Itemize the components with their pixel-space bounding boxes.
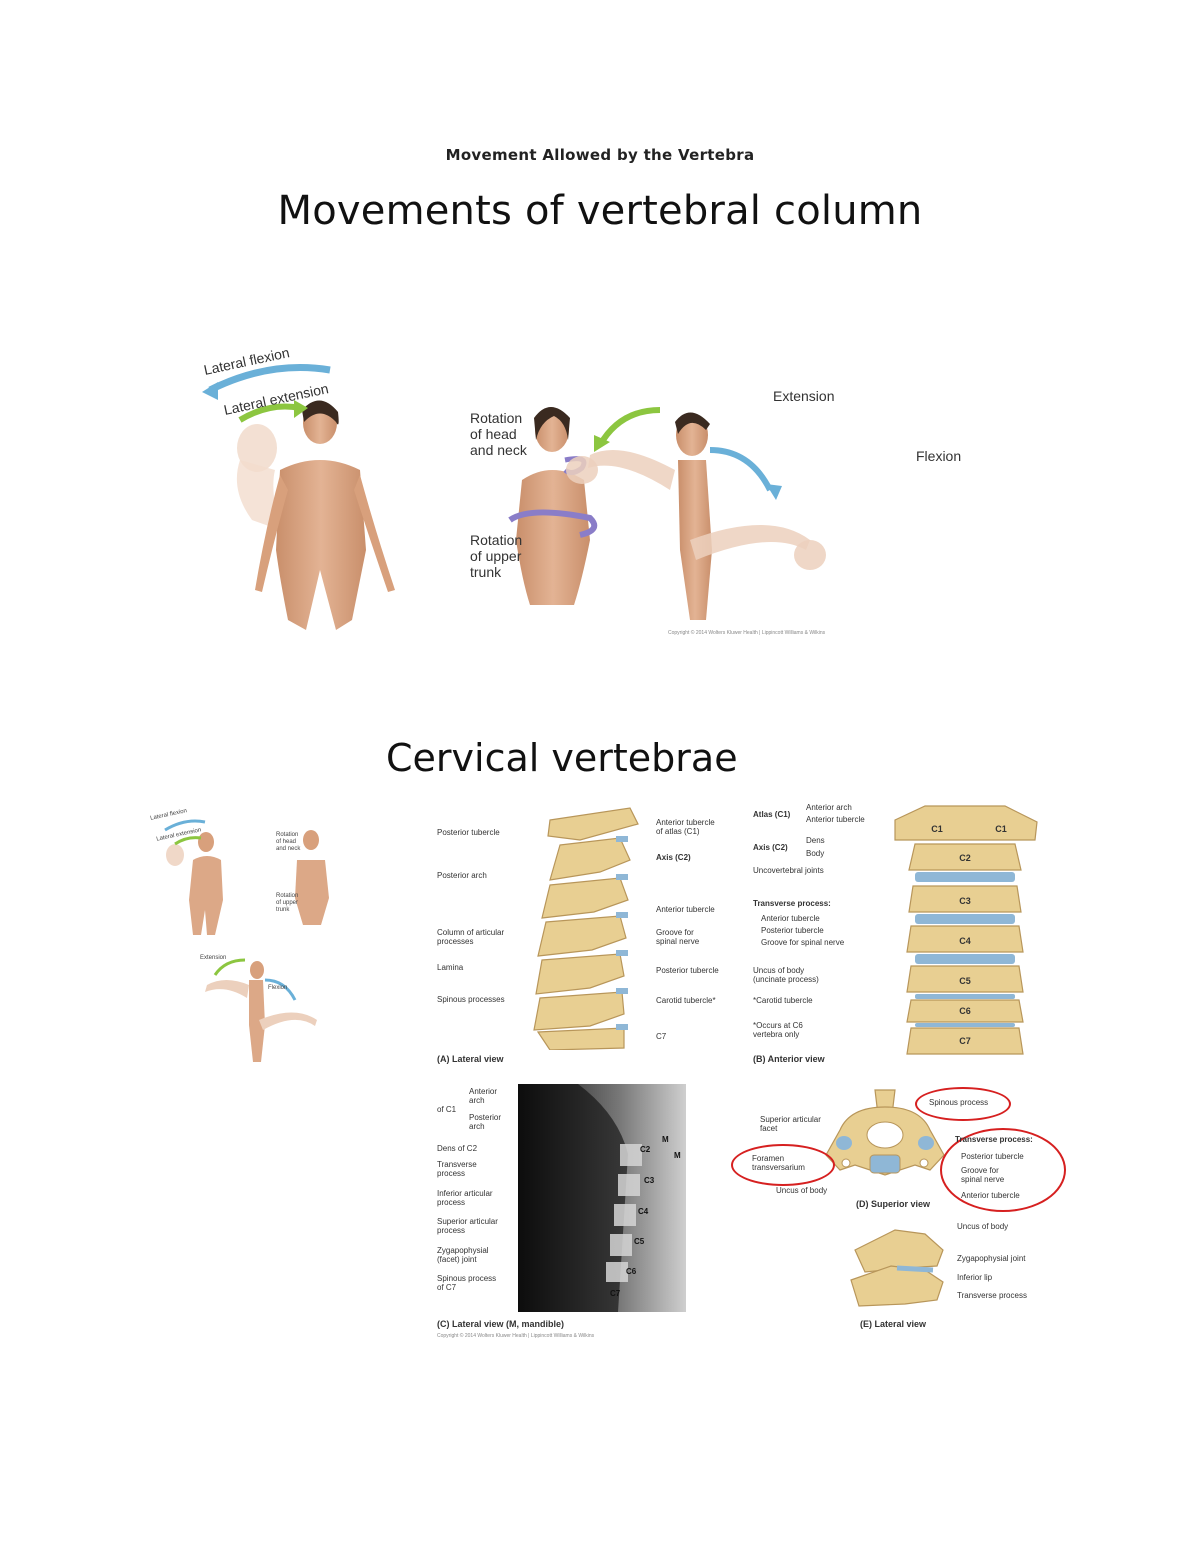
- panel-a-label-10: Posterior tubercle: [656, 966, 719, 975]
- panel-c-label-1: Anterior arch: [469, 1087, 498, 1105]
- xray-c5: C5: [634, 1237, 645, 1246]
- panel-b-transverse: Transverse process:: [753, 899, 831, 908]
- foramen-transversarium-highlight: [731, 1144, 835, 1186]
- panel-d-spinous: Spinous process: [929, 1098, 989, 1107]
- panel-b-axis: Axis (C2): [753, 843, 788, 852]
- panel-b-c1-right: C1: [995, 824, 1007, 834]
- panel-d-label-3: Uncus of body: [776, 1186, 828, 1195]
- panel-a-label-8: Anterior tubercle: [656, 905, 715, 914]
- flexion-extension-arrow-icon: [594, 407, 782, 500]
- panel-e-illustration: [850, 1229, 944, 1307]
- thumbnail-figure: [164, 819, 329, 1062]
- panel-b-atlas-2: Anterior tubercle: [806, 815, 865, 824]
- slide1-title: Movements of vertebral column: [277, 188, 923, 234]
- slide2-copyright: Copyright © 2014 Wolters Kluwer Health |…: [437, 1333, 595, 1339]
- xray-c4: C4: [638, 1207, 649, 1216]
- panel-a-label-4: Lamina: [437, 963, 464, 972]
- panel-b-c2: C2: [959, 853, 971, 863]
- panel-a-label-7: Axis (C2): [656, 853, 691, 862]
- panel-e-label-2: Zygapophysial joint: [957, 1254, 1026, 1263]
- panel-b-axis-1: Dens: [806, 836, 825, 845]
- panel-a-illustration: [533, 807, 639, 1050]
- panel-c-label-2: Posterior arch: [469, 1113, 502, 1131]
- panel-a-label-5: Spinous processes: [437, 995, 505, 1004]
- rotation-figure: [516, 407, 590, 605]
- panel-c-xray: C2 C3 C4 C5 C6 C7 M M: [518, 1084, 686, 1312]
- panel-d-transverse-1: Posterior tubercle: [961, 1152, 1024, 1161]
- xray-c3: C3: [644, 1176, 655, 1185]
- panel-a-label-11: Carotid tubercle*: [656, 996, 716, 1005]
- rotation-head-neck-label: Rotation of head and neck: [470, 410, 527, 458]
- thumb-flexion-label: Flexion: [268, 985, 288, 991]
- panel-e-label-3: Inferior lip: [957, 1273, 993, 1282]
- panel-c-label-8: Spinous process of C7: [437, 1274, 497, 1292]
- panel-b-uncovertebral: Uncovertebral joints: [753, 866, 824, 875]
- xray-c2: C2: [640, 1145, 651, 1154]
- panel-b-transverse-2: Posterior tubercle: [761, 926, 824, 935]
- panel-c-label-7: Zygapophysial (facet) joint: [437, 1246, 489, 1264]
- panel-d-label-1: Superior articular facet: [760, 1115, 821, 1133]
- panel-b-transverse-3: Groove for spinal nerve: [761, 938, 845, 947]
- transverse-process-highlight: [940, 1128, 1066, 1212]
- panel-b-c6: C6: [959, 1006, 971, 1016]
- panel-a-label-3: Column of articular processes: [437, 928, 505, 946]
- extension-label: Extension: [773, 388, 835, 404]
- panel-d-transverse-2: Groove for spinal nerve: [961, 1166, 1005, 1184]
- flexion-extension-figure: [566, 412, 826, 620]
- panel-b-uncus: Uncus of body (uncinate process): [753, 966, 819, 984]
- panel-b-c4: C4: [959, 936, 971, 946]
- xray-m2: M: [674, 1151, 681, 1160]
- panel-c-label-5: Inferior articular process: [437, 1189, 493, 1207]
- xray-m1: M: [662, 1135, 669, 1144]
- panel-b-transverse-1: Anterior tubercle: [761, 914, 820, 923]
- panel-a-label-12: C7: [656, 1032, 667, 1041]
- panel-d-caption: (D) Superior view: [856, 1199, 931, 1209]
- spinous-process-highlight: [915, 1087, 1011, 1121]
- panel-b-c1-left: C1: [931, 824, 943, 834]
- thumb-rotation-head-label: Rotation of head and neck: [276, 832, 301, 852]
- xray-c6: C6: [626, 1267, 637, 1276]
- panel-e-label-4: Transverse process: [957, 1291, 1027, 1300]
- panel-c-label-4: Transverse process: [437, 1160, 477, 1178]
- panel-b-caption: (B) Anterior view: [753, 1054, 825, 1064]
- panel-b-atlas-1: Anterior arch: [806, 803, 852, 812]
- flexion-label: Flexion: [916, 448, 962, 464]
- panel-c-label-6: Superior articular process: [437, 1217, 498, 1235]
- panel-a-label-6: Anterior tubercle of atlas (C1): [656, 818, 715, 836]
- panel-b-c3: C3: [959, 896, 971, 906]
- panel-e-label-1: Uncus of body: [957, 1222, 1009, 1231]
- slide1-figure: Lateral flexion Lateral extension: [202, 344, 826, 630]
- panel-c-label-3: Dens of C2: [437, 1144, 478, 1153]
- panel-a-label-1: Posterior tubercle: [437, 828, 500, 837]
- slide1-copyright: Copyright © 2014 Wolters Kluwer Health |…: [668, 630, 826, 636]
- rotation-upper-trunk-label: Rotation of upper trunk: [470, 532, 523, 580]
- document-heading: Movement Allowed by the Vertebra: [445, 146, 755, 164]
- panel-d-label-2: Foramen transversarium: [752, 1154, 805, 1172]
- panel-b-illustration: C1 C1 C2 C3 C4 C5 C6 C7: [894, 805, 1038, 1055]
- slide2-title: Cervical vertebrae: [386, 736, 738, 780]
- panel-a-caption: (A) Lateral view: [437, 1054, 504, 1064]
- panel-c-of-c1: of C1: [437, 1105, 457, 1114]
- thumb-extension-label: Extension: [200, 955, 227, 961]
- panel-b-carotid: *Carotid tubercle: [753, 996, 813, 1005]
- panel-d-transverse-3: Anterior tubercle: [961, 1191, 1020, 1200]
- thumb-rotation-trunk-label: Rotation of upper trunk: [276, 893, 299, 913]
- panel-b-atlas: Atlas (C1): [753, 810, 791, 819]
- panel-b-note: *Occurs at C6 vertebra only: [753, 1021, 803, 1039]
- panel-e-caption: (E) Lateral view: [860, 1319, 927, 1329]
- lateral-flexion-arrow-icon: [202, 364, 331, 423]
- panel-b-axis-2: Body: [806, 849, 825, 858]
- lateral-flexion-figure: [236, 400, 395, 630]
- panel-a-label-2: Posterior arch: [437, 871, 487, 880]
- panel-d-transverse: Transverse process:: [955, 1135, 1033, 1144]
- xray-c7: C7: [610, 1289, 621, 1298]
- panel-d-illustration: [825, 1089, 945, 1176]
- panel-a-label-9: Groove for spinal nerve: [656, 928, 700, 946]
- panel-b-c7: C7: [959, 1036, 971, 1046]
- panel-c-caption: (C) Lateral view (M, mandible): [437, 1319, 565, 1329]
- panel-b-c5: C5: [959, 976, 971, 986]
